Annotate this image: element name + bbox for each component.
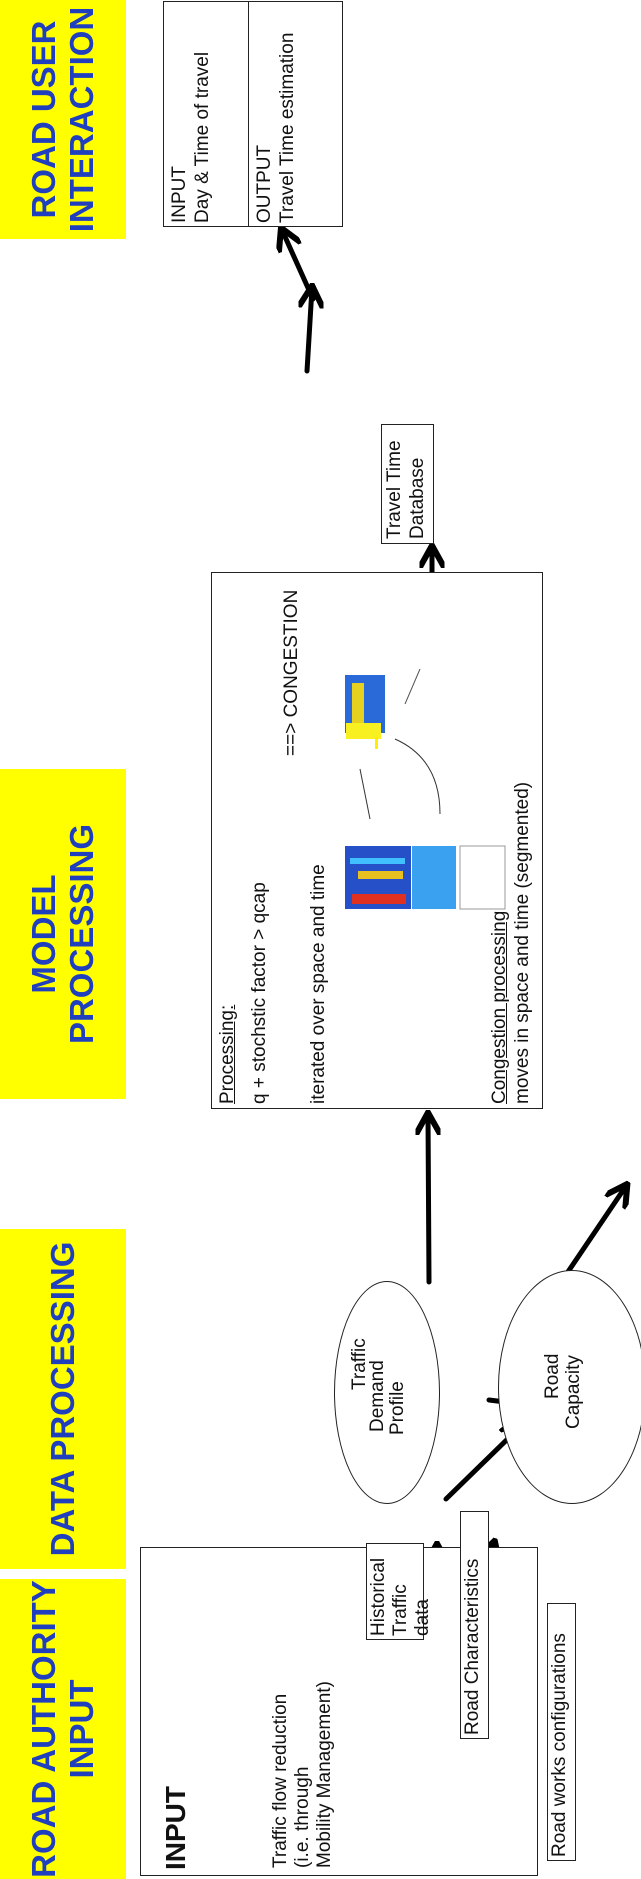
congestion-text: moves in space and time (segmented) [512, 781, 533, 1104]
user-input-label: INPUT Day & Time of travel [168, 52, 214, 223]
user-input-line1: INPUT [169, 166, 190, 223]
arrow-userbox-output-to-database [307, 288, 312, 374]
user-output-label: OUTPUT Travel Time estimation [253, 33, 299, 223]
user-output-line1: OUTPUT [254, 144, 275, 223]
travel-time-database-box: Travel Time Database [381, 424, 434, 544]
database-line1: Travel Time [384, 440, 405, 539]
congestion-heading: Congestion processing [489, 910, 510, 1104]
user-output-line2: Travel Time estimation [277, 32, 298, 223]
user-input-line2: Day & Time of travel [192, 51, 213, 223]
road-user-divider [248, 1, 249, 227]
arrow-demand-to-processing [428, 1115, 429, 1285]
database-line2: Database [407, 457, 428, 539]
